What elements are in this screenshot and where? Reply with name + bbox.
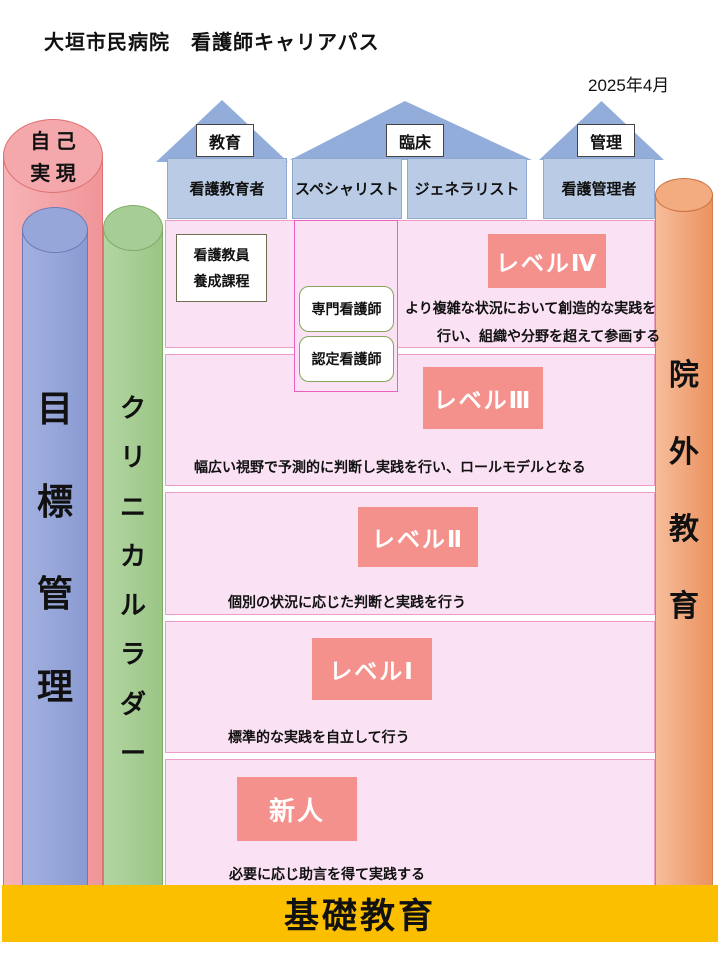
roof-label-clinical: 臨床 [386, 124, 444, 157]
pillar-self-actualization-top [3, 119, 103, 193]
level1-label: レベルⅠ [312, 638, 432, 700]
date-label: 2025年4月 [588, 76, 670, 95]
band-level3 [165, 354, 655, 486]
column-specialist: スペシャリスト [292, 158, 402, 219]
level4-description-line1: より複雑な状況において創造的な実践を [405, 300, 657, 316]
level3-description: 幅広い視野で予測的に判断し実践を行い、ロールモデルとなる [194, 459, 586, 475]
goal-management-label: 目 標 管 理 [36, 388, 73, 707]
level2-label: レベルⅡ [358, 507, 478, 567]
level3-label: レベルⅢ [423, 367, 543, 429]
roof-label-management: 管理 [577, 124, 635, 157]
level1-description: 標準的な実践を自立して行う [228, 729, 410, 745]
newcomer-description: 必要に応じ助言を得て実践する [229, 866, 425, 882]
level4-description-line2: 行い、組織や分野を超えて参画する [437, 328, 661, 344]
external-education-label: 院 外 教 育 [669, 359, 699, 623]
clinical-ladder-label: ク リ ニ カ ル ラ ダ ー [119, 393, 146, 768]
newcomer-label: 新人 [237, 777, 357, 841]
teacher-course-box: 看護教員 養成課程 [176, 234, 267, 302]
pillar-external-education [655, 195, 713, 885]
pillar-goal-management [22, 230, 88, 885]
self-actualization-label: 自 己 実 現 [30, 131, 76, 185]
certified-nurse-box: 認定看護師 [299, 336, 394, 382]
basic-education-label: 基礎教育 [283, 897, 436, 936]
level4-label: レベルⅣ [488, 234, 606, 288]
certified-nurse-specialist-box: 専門看護師 [299, 286, 394, 332]
roof-label-education: 教育 [196, 124, 254, 157]
basic-education-bar: 基礎教育 [2, 885, 718, 942]
pillar-clinical-ladder-top [103, 205, 163, 251]
pillar-external-education-top [655, 178, 713, 212]
level2-description: 個別の状況に応じた判断と実践を行う [228, 594, 466, 610]
pillar-clinical-ladder [103, 228, 163, 885]
pillar-goal-management-top [22, 207, 88, 253]
column-nurse-manager: 看護管理者 [543, 158, 655, 219]
column-nurse-educator: 看護教育者 [167, 158, 287, 219]
column-generalist: ジェネラリスト [407, 158, 527, 219]
page-title: 大垣市民病院 看護師キャリアパス [44, 32, 380, 54]
